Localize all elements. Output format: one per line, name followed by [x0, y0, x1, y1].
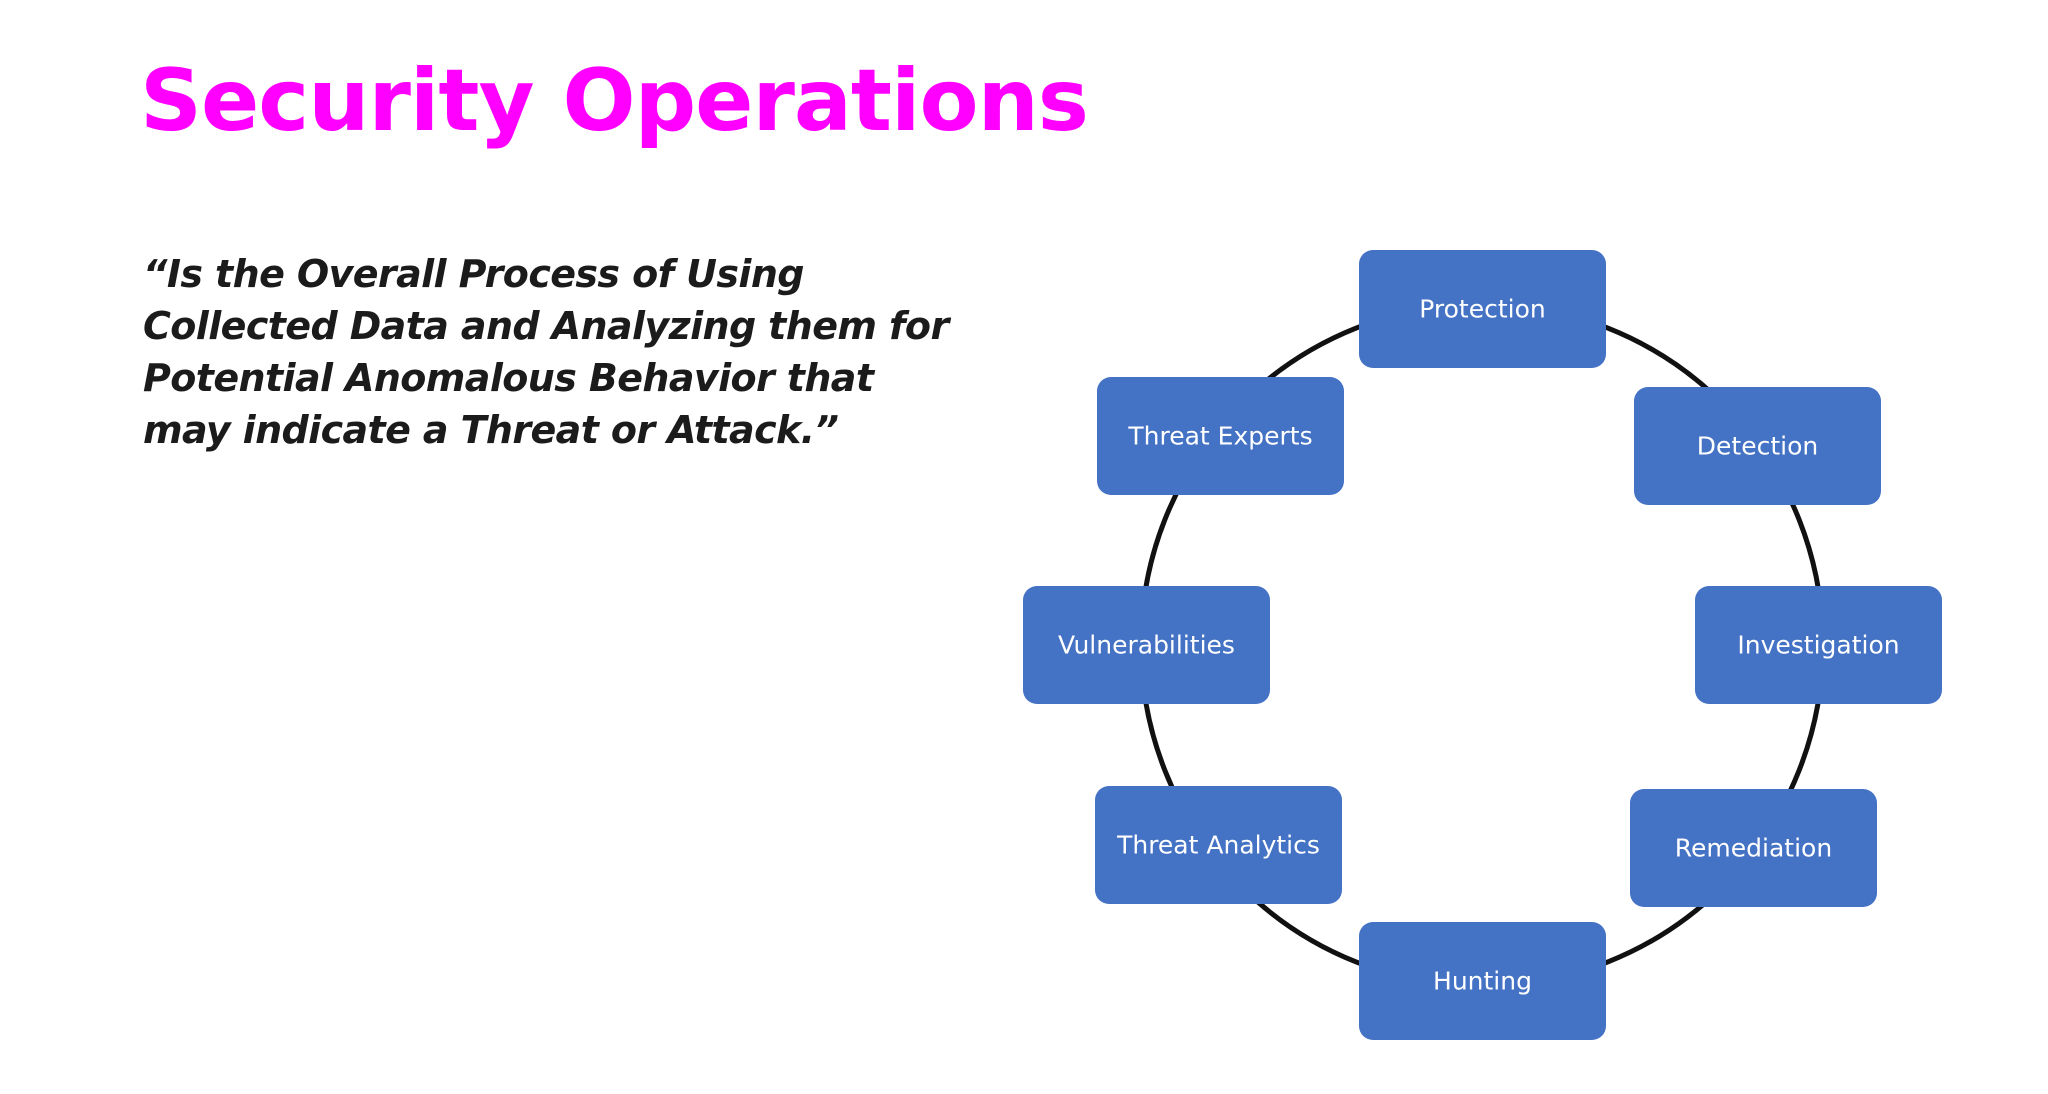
cycle-node-threat-analytics: Threat Analytics — [1095, 786, 1342, 904]
node-label: Hunting — [1433, 967, 1532, 996]
node-label: Threat Analytics — [1116, 831, 1320, 860]
node-label: Detection — [1697, 432, 1818, 461]
node-label: Remediation — [1675, 834, 1832, 863]
node-box — [1634, 387, 1881, 505]
node-label: Threat Experts — [1127, 422, 1312, 451]
cycle-node-remediation: Remediation — [1630, 789, 1877, 907]
node-box — [1095, 786, 1342, 904]
node-box — [1023, 586, 1270, 704]
cycle-node-detection: Detection — [1634, 387, 1881, 505]
quote-line: Collected Data and Analyzing them for — [143, 304, 949, 348]
node-label: Investigation — [1737, 631, 1899, 660]
slide-title: Security Operations — [140, 51, 1089, 151]
cycle-node-vulnerabilities: Vulnerabilities — [1023, 586, 1270, 704]
cycle-node-protection: Protection — [1359, 250, 1606, 368]
cycle-node-investigation: Investigation — [1695, 586, 1942, 704]
quote-line: may indicate a Threat or Attack.” — [143, 408, 839, 452]
node-label: Vulnerabilities — [1058, 631, 1235, 660]
node-box — [1695, 586, 1942, 704]
node-box — [1359, 922, 1606, 1040]
node-box — [1359, 250, 1606, 368]
cycle-node-hunting: Hunting — [1359, 922, 1606, 1040]
node-box — [1097, 377, 1344, 495]
cycle-node-threat-experts: Threat Experts — [1097, 377, 1344, 495]
node-label: Protection — [1419, 295, 1545, 324]
node-box — [1630, 789, 1877, 907]
quote-line: “Is the Overall Process of Using — [143, 252, 805, 296]
quote-line: Potential Anomalous Behavior that — [143, 356, 874, 400]
definition-quote: “Is the Overall Process of Using Collect… — [143, 248, 963, 456]
